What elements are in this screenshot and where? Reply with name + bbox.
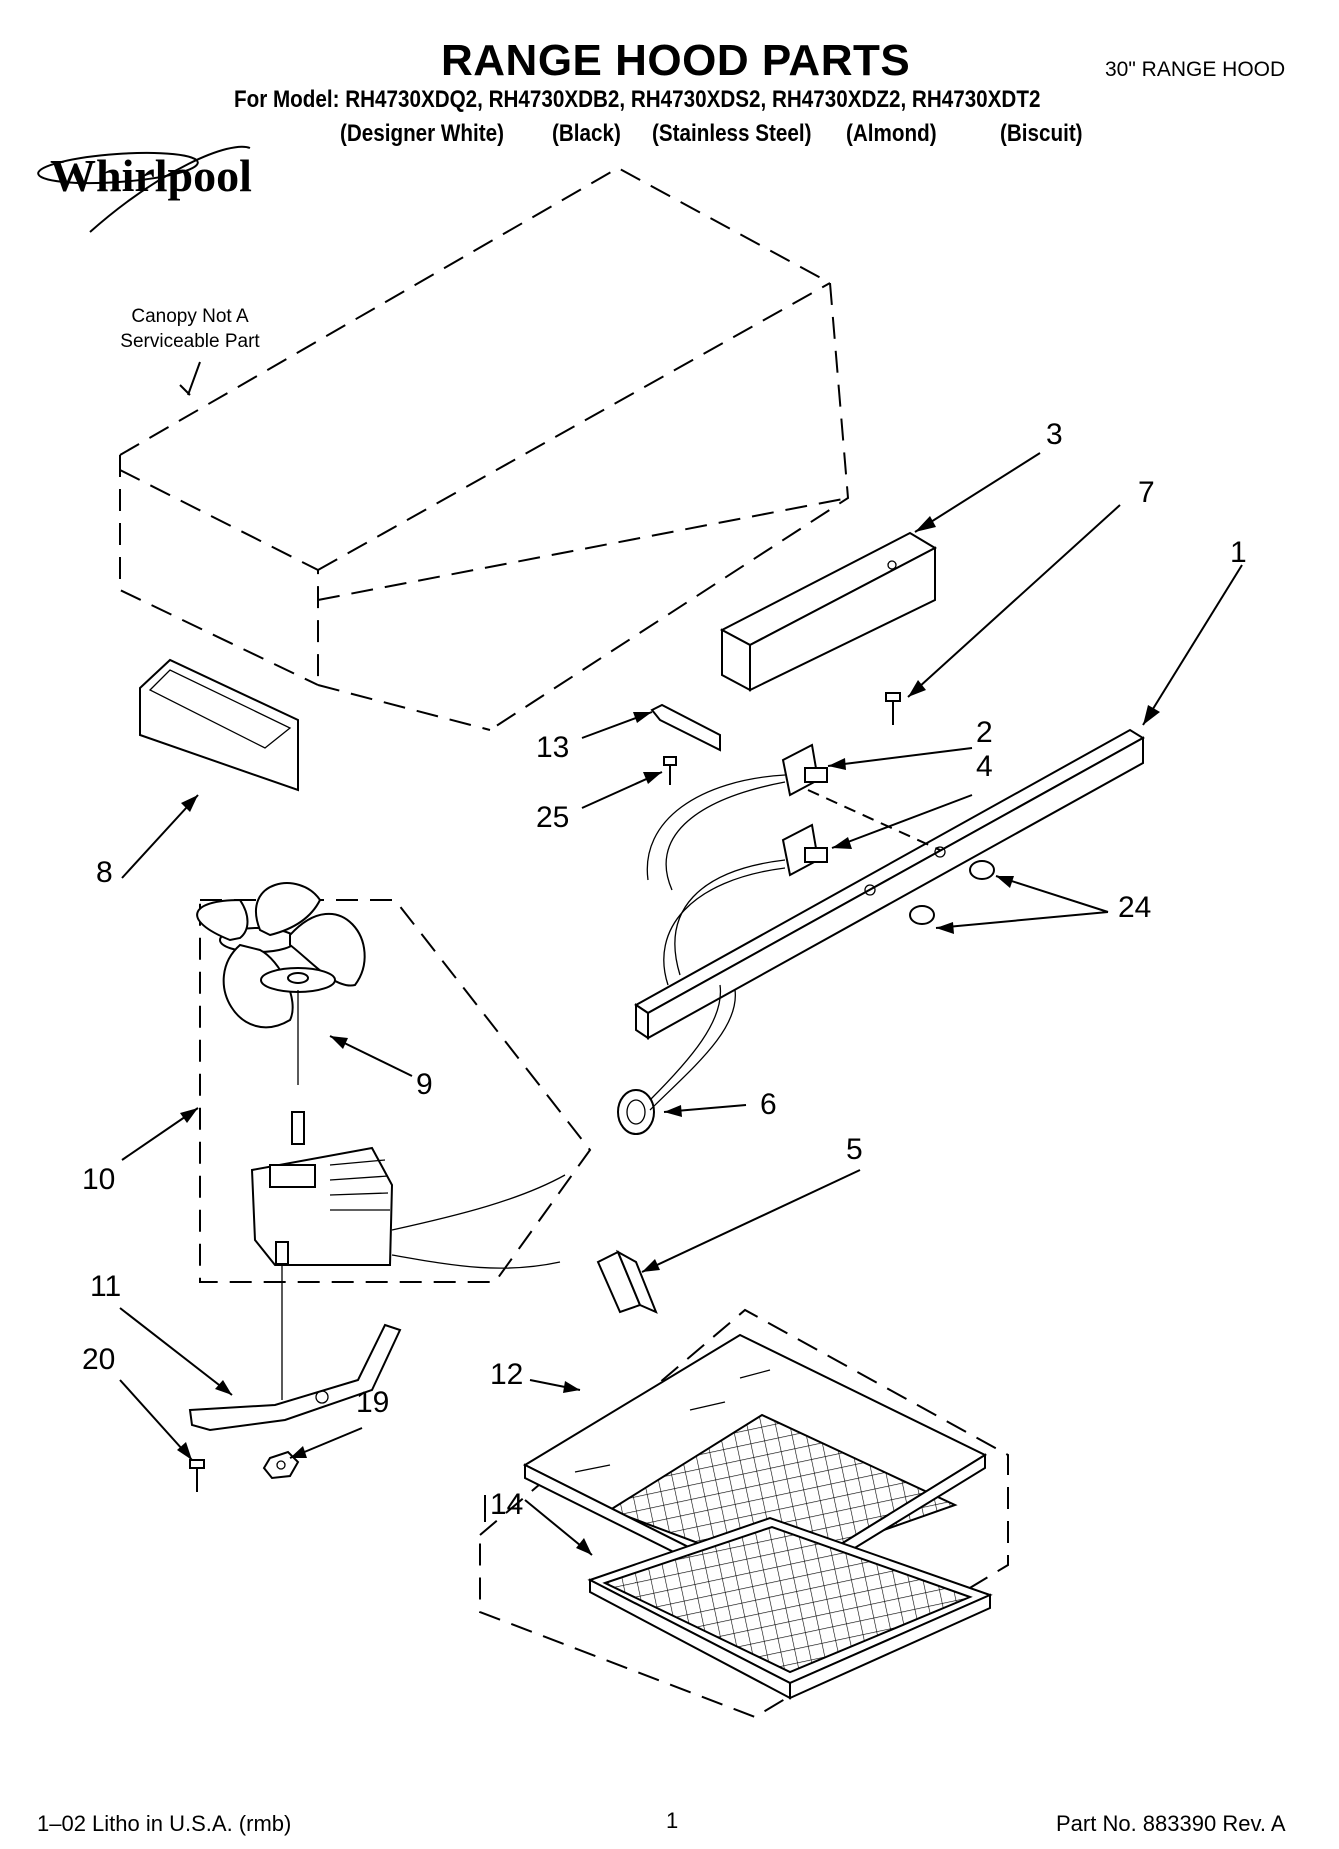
callout-label: 4 <box>976 750 993 783</box>
page-subtitle: 30" RANGE HOOD <box>1105 58 1286 81</box>
part-24-knobs <box>909 860 995 925</box>
callout-label: 5 <box>846 1133 863 1166</box>
canopy-outline <box>119 166 850 731</box>
part-19-nut <box>262 1450 300 1480</box>
page-number: 1 <box>666 1808 679 1833</box>
part-10-motor <box>250 1111 566 1400</box>
part-4-switch <box>663 823 828 986</box>
callout-label: 2 <box>976 716 993 749</box>
color-label: (Black) <box>552 120 621 147</box>
color-label: (Biscuit) <box>1000 120 1083 147</box>
whirlpool-logo: Whirlpool <box>37 145 252 233</box>
callout-label: 14 <box>490 1488 524 1521</box>
callout-label: 13 <box>536 731 570 764</box>
callout-label: 10 <box>82 1163 116 1196</box>
part-6-bushing <box>617 984 736 1135</box>
callout-label: 24 <box>1118 891 1152 924</box>
callout-label: 8 <box>96 856 113 889</box>
brand-logotype: Whirlpool <box>50 150 252 201</box>
model-list: For Model: RH4730XDQ2, RH4730XDB2, RH473… <box>234 86 1041 113</box>
callout-label: 12 <box>490 1358 524 1391</box>
color-label: (Stainless Steel) <box>652 120 812 147</box>
callout-label: 11 <box>90 1270 122 1303</box>
part-25-screw <box>663 756 677 785</box>
part-7-screw <box>885 692 901 725</box>
callout-label: 6 <box>760 1088 777 1121</box>
callout-label: 9 <box>416 1068 433 1101</box>
part-5-terminal-block <box>596 1249 658 1314</box>
part-14-filter <box>587 1516 993 1700</box>
color-label: (Almond) <box>846 120 937 147</box>
part-20-screw <box>189 1459 205 1492</box>
part-8-duct <box>139 658 299 792</box>
page-title: RANGE HOOD PARTS <box>441 36 911 85</box>
part-3-channel <box>719 531 938 692</box>
part-9-fan-blade <box>196 882 366 1085</box>
color-label: (Designer White) <box>340 120 504 147</box>
canopy-note: Canopy Not A Serviceable Part <box>120 306 260 352</box>
callout-label: 20 <box>82 1343 116 1376</box>
callout-label: 25 <box>536 801 570 834</box>
filter-outline <box>479 1308 1009 1719</box>
part-11-bracket <box>188 1323 402 1432</box>
part-number: Part No. 883390 Rev. A <box>1056 1811 1286 1836</box>
part-13-bracket <box>650 703 721 752</box>
part-1-strip <box>634 728 1145 1040</box>
callout-label: 7 <box>1138 476 1155 509</box>
footer-litho: 1–02 Litho in U.S.A. (rmb) <box>37 1811 292 1836</box>
leader-lines <box>119 452 1243 1556</box>
part-2-switch <box>646 743 828 891</box>
callout-label: 1 <box>1230 536 1247 569</box>
callout-label: 19 <box>356 1386 390 1419</box>
part-10-motor-assembly-outline <box>199 899 592 1283</box>
callout-label: 3 <box>1046 418 1063 451</box>
